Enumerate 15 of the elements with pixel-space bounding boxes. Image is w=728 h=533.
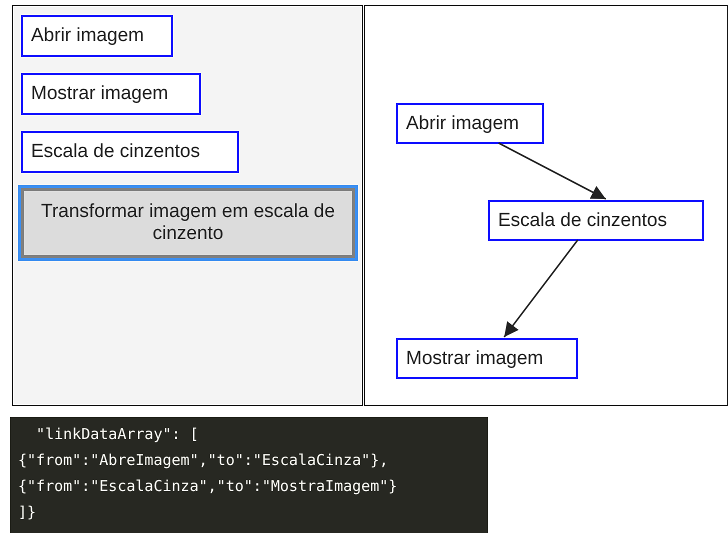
diagram-node: Mostrar imagem <box>396 338 578 379</box>
palette-panel <box>12 5 363 406</box>
code-line: {"from":"EscalaCinza","to":"MostraImagem"} <box>18 476 398 497</box>
arrow <box>498 142 606 200</box>
code-line: {"from":"AbreImagem","to":"EscalaCinza"}, <box>18 450 390 471</box>
code-line: "linkDataArray": [ <box>35 424 200 445</box>
code-line: ]} <box>18 502 38 523</box>
diagram-node: Abrir imagem <box>396 103 544 144</box>
diagram-canvas <box>364 5 728 406</box>
diagram-node: Escala de cinzentos <box>488 200 704 241</box>
palette-node: Mostrar imagem <box>21 73 201 115</box>
palette-node: Abrir imagem <box>21 15 173 57</box>
palette-node: Escala de cinzentos <box>21 131 239 173</box>
arrow <box>504 240 578 338</box>
transform-button: Transformar imagem em escala de cinzento <box>21 188 355 258</box>
